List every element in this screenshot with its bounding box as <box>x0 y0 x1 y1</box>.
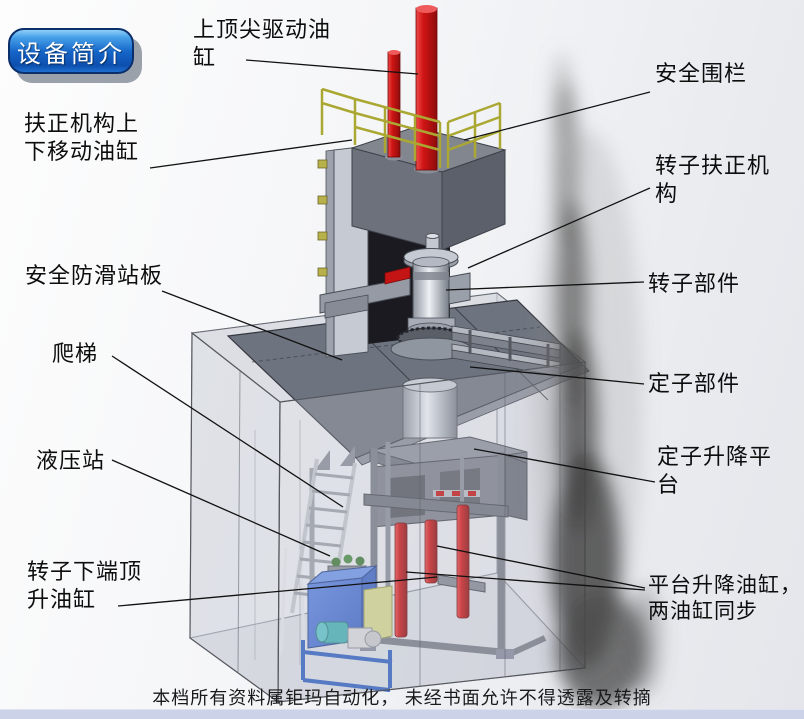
top-cylinders-graphic <box>385 5 440 174</box>
callout-stator-lift-platform: 定子升降平台 <box>657 444 773 497</box>
callout-safety-fence: 安全围栏 <box>655 61 748 86</box>
lower-cylinders-graphic <box>394 504 470 638</box>
hydraulic-station-graphic <box>301 554 393 692</box>
callout-rotor-straighten-mechanism: 转子扶正机构 <box>655 153 771 206</box>
callout-antislip-platform: 安全防滑站板 <box>25 263 164 288</box>
callout-straighten-cylinder: 扶正机构上下移动油缸 <box>24 111 140 164</box>
callout-ladder: 爬梯 <box>52 341 99 366</box>
ladder-graphic <box>279 458 357 658</box>
intro-badge-button[interactable]: 设备简介 <box>8 28 134 74</box>
callout-rotor-bottom-cylinder: 转子下端顶升油缸 <box>27 559 143 612</box>
pit-front-walls <box>189 331 586 704</box>
callout-platform-lift-cylinders: 平台升降油缸，两油缸同步 <box>648 573 802 624</box>
track-graphic <box>451 325 561 377</box>
shadow-smudge <box>533 53 662 708</box>
safety-fence-graphic <box>320 87 502 168</box>
callout-top-cylinder: 上顶尖驱动油缸 <box>193 17 332 70</box>
callout-hydraulic-station: 液压站 <box>36 448 106 473</box>
callout-stator-part: 定子部件 <box>648 371 741 396</box>
confidentiality-footer: 本档所有资料属钜玛自动化， 未经书面允许不得透露及转摘 <box>152 688 652 708</box>
leader-lines <box>111 59 656 607</box>
bottom-strip <box>0 709 804 719</box>
callout-rotor-part: 转子部件 <box>648 271 741 296</box>
